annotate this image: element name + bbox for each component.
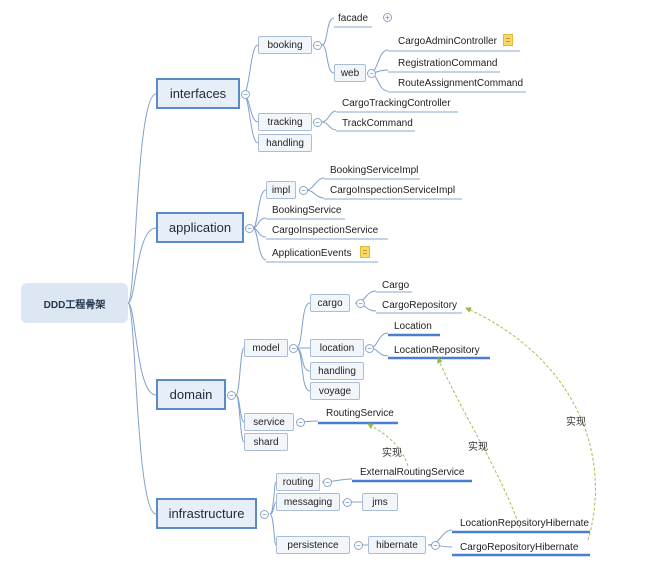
node-routing-label: routing: [282, 476, 314, 488]
node-routing[interactable]: routing: [276, 473, 320, 491]
node-messaging[interactable]: messaging: [276, 493, 340, 511]
node-infrastructure[interactable]: infrastructure: [156, 498, 257, 529]
node-jms[interactable]: jms: [362, 493, 398, 511]
node-messaging-label: messaging: [283, 496, 333, 508]
node-web[interactable]: web: [334, 64, 366, 82]
node-shard[interactable]: shard: [244, 433, 288, 451]
node-shard-label: shard: [253, 436, 279, 448]
minus-circle-icon[interactable]: −: [365, 344, 374, 353]
node-booking-label: booking: [267, 39, 303, 51]
node-voyage-label: voyage: [318, 385, 352, 397]
node-application-label: application: [168, 220, 232, 235]
leaf-cargo[interactable]: Cargo: [382, 280, 410, 291]
node-location[interactable]: location: [310, 339, 364, 357]
node-impl-label: impl: [271, 184, 291, 196]
minus-circle-icon[interactable]: −: [313, 41, 322, 50]
node-interfaces[interactable]: interfaces: [156, 78, 240, 109]
leaf-booking-service-impl[interactable]: BookingServiceImpl: [330, 165, 419, 176]
note-icon[interactable]: [503, 34, 513, 46]
node-domain[interactable]: domain: [156, 379, 226, 410]
node-interfaces-label: interfaces: [169, 86, 227, 101]
leaf-cargo-admin-controller[interactable]: CargoAdminController: [398, 36, 497, 47]
node-application[interactable]: application: [156, 212, 244, 243]
relation-label-implements: 实现: [468, 442, 488, 453]
node-facade[interactable]: facade: [334, 9, 372, 27]
node-handling-interfaces[interactable]: handling: [258, 134, 312, 152]
node-tracking-label: tracking: [267, 116, 303, 128]
node-model-label: model: [252, 342, 280, 354]
relation-label-implements: 实现: [382, 448, 402, 459]
node-impl[interactable]: impl: [266, 181, 296, 199]
minus-circle-icon[interactable]: −: [431, 541, 440, 550]
leaf-location-repository-hibernate[interactable]: LocationRepositoryHibernate: [460, 518, 589, 529]
minus-circle-icon[interactable]: −: [227, 391, 236, 400]
leaf-track-command[interactable]: TrackCommand: [342, 118, 413, 129]
node-service[interactable]: service: [244, 413, 294, 431]
minus-circle-icon[interactable]: −: [289, 344, 298, 353]
minus-circle-icon[interactable]: −: [313, 118, 322, 127]
leaf-registration-command[interactable]: RegistrationCommand: [398, 58, 498, 69]
minus-circle-icon[interactable]: −: [296, 418, 305, 427]
leaf-cargo-inspection-service-impl[interactable]: CargoInspectionServiceImpl: [330, 185, 456, 196]
leaf-routing-service[interactable]: RoutingService: [326, 408, 394, 419]
node-location-label: location: [319, 342, 355, 354]
root-node[interactable]: DDD工程骨架: [21, 283, 128, 323]
minus-circle-icon[interactable]: −: [323, 478, 332, 487]
relation-label-implements: 实现: [566, 417, 586, 428]
leaf-cargo-repository-hibernate[interactable]: CargoRepositoryHibernate: [460, 542, 579, 553]
node-hibernate-label: hibernate: [376, 539, 418, 551]
minus-circle-icon[interactable]: −: [343, 498, 352, 507]
minus-circle-icon[interactable]: −: [299, 186, 308, 195]
node-persistence[interactable]: persistence: [276, 536, 350, 554]
minus-circle-icon[interactable]: −: [241, 90, 250, 99]
minus-circle-icon[interactable]: −: [260, 510, 269, 519]
node-voyage[interactable]: voyage: [310, 382, 360, 400]
node-cargo[interactable]: cargo: [310, 294, 350, 312]
minus-circle-icon[interactable]: −: [354, 541, 363, 550]
node-persistence-label: persistence: [287, 539, 339, 551]
leaf-cargo-repository[interactable]: CargoRepository: [382, 300, 458, 311]
minus-circle-icon[interactable]: −: [367, 69, 376, 78]
leaf-booking-service[interactable]: BookingService: [272, 205, 342, 216]
root-label: DDD工程骨架: [43, 299, 106, 311]
minus-circle-icon[interactable]: −: [245, 224, 254, 233]
node-hibernate[interactable]: hibernate: [368, 536, 426, 554]
node-web-label: web: [340, 67, 360, 79]
node-facade-label: facade: [337, 12, 369, 24]
leaf-cargo-inspection-service[interactable]: CargoInspectionService: [272, 225, 379, 236]
note-icon[interactable]: [360, 246, 370, 258]
leaf-route-assignment-command[interactable]: RouteAssignmentCommand: [398, 78, 524, 89]
node-handling-domain-label: handling: [318, 365, 356, 377]
node-domain-label: domain: [169, 387, 213, 402]
minus-circle-icon[interactable]: −: [356, 299, 365, 308]
node-service-label: service: [253, 416, 285, 428]
leaf-location-repository[interactable]: LocationRepository: [394, 345, 480, 356]
leaf-location[interactable]: Location: [394, 321, 432, 332]
leaf-cargo-tracking-controller[interactable]: CargoTrackingController: [342, 98, 451, 109]
node-tracking[interactable]: tracking: [258, 113, 312, 131]
node-infrastructure-label: infrastructure: [168, 506, 245, 521]
node-handling-domain[interactable]: handling: [310, 362, 364, 380]
node-handling-interfaces-label: handling: [266, 137, 304, 149]
node-cargo-label: cargo: [317, 297, 343, 309]
plus-circle-icon[interactable]: +: [383, 13, 392, 22]
node-jms-label: jms: [372, 496, 388, 508]
node-booking[interactable]: booking: [258, 36, 312, 54]
leaf-application-events[interactable]: ApplicationEvents: [272, 248, 352, 259]
leaf-external-routing-service[interactable]: ExternalRoutingService: [360, 467, 465, 478]
node-model[interactable]: model: [244, 339, 288, 357]
